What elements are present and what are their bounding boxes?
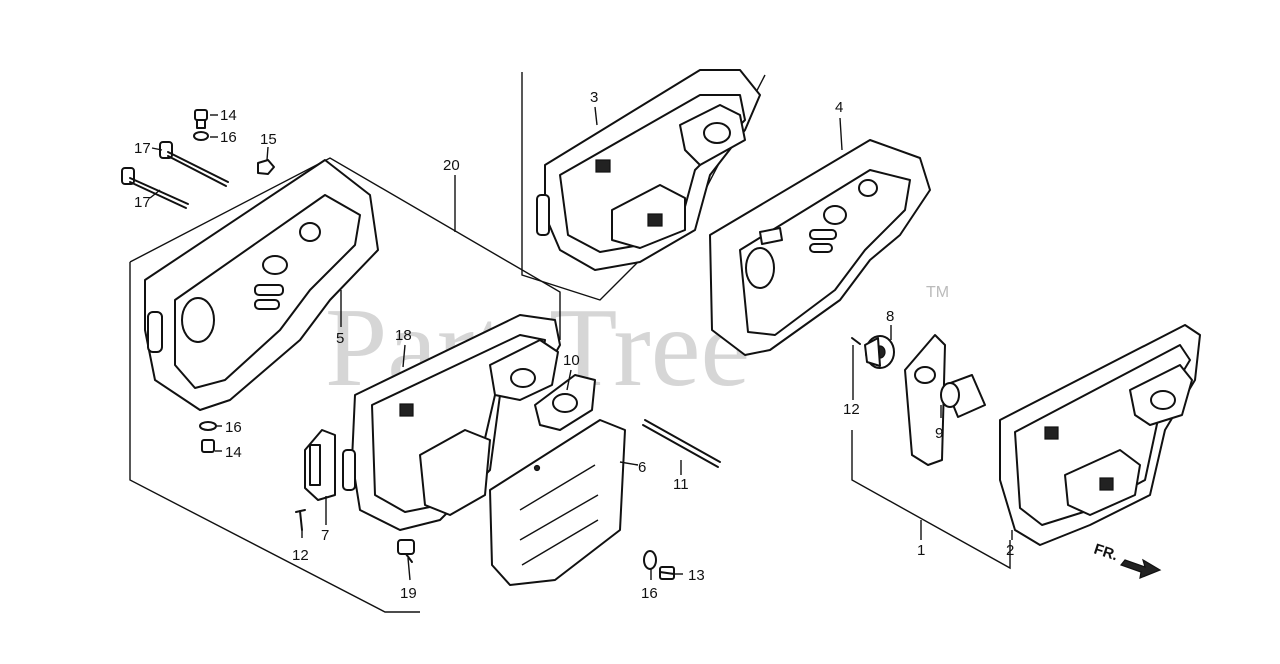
callout-14-upper: 14 bbox=[220, 107, 237, 124]
callout-19: 19 bbox=[400, 585, 417, 602]
bolt-19[interactable] bbox=[397, 539, 415, 563]
callout-7: 7 bbox=[321, 527, 329, 544]
washer-16-upper[interactable] bbox=[193, 131, 209, 141]
nut-15[interactable] bbox=[257, 159, 275, 175]
watermark-trademark: TM bbox=[926, 284, 949, 301]
leader-lines bbox=[149, 106, 1013, 581]
callout-11: 11 bbox=[673, 476, 689, 493]
bolt-17-upper[interactable] bbox=[159, 141, 229, 187]
callout-10: 10 bbox=[563, 352, 580, 369]
callout-labels: 3 4 20 5 18 10 8 12 9 6 11 7 12 19 16 13… bbox=[134, 89, 1014, 602]
callout-14-lower: 14 bbox=[225, 444, 242, 461]
assembly-frame-20 bbox=[129, 157, 561, 613]
bolt-14-upper[interactable] bbox=[194, 109, 208, 129]
muffler-cover-6[interactable] bbox=[489, 419, 626, 586]
screw-12-left[interactable] bbox=[295, 509, 306, 531]
gasket-9[interactable] bbox=[904, 334, 946, 466]
assembly-frame-1 bbox=[851, 430, 1011, 570]
muffler-protector-4[interactable] bbox=[709, 139, 931, 356]
callout-8: 8 bbox=[886, 308, 894, 325]
callout-12-right: 12 bbox=[843, 401, 860, 418]
bracket-7[interactable] bbox=[304, 429, 336, 501]
callout-17-upper: 17 bbox=[134, 140, 151, 157]
spark-arrester-8[interactable] bbox=[864, 335, 895, 369]
front-direction-indicator: FR. bbox=[1092, 541, 1162, 579]
callout-16-lower: 16 bbox=[225, 419, 242, 436]
callout-4: 4 bbox=[835, 99, 843, 116]
callout-2: 2 bbox=[1006, 542, 1014, 559]
callout-9: 9 bbox=[935, 425, 943, 442]
muffler-3[interactable] bbox=[536, 69, 761, 271]
muffler-2[interactable] bbox=[999, 324, 1201, 546]
muffler-18[interactable] bbox=[342, 314, 561, 531]
callout-20: 20 bbox=[443, 157, 460, 174]
callout-18: 18 bbox=[395, 327, 412, 344]
stud-bolt-11[interactable] bbox=[642, 419, 721, 468]
callout-13: 13 bbox=[688, 567, 705, 584]
callout-12-left: 12 bbox=[292, 547, 309, 564]
callout-6: 6 bbox=[638, 459, 646, 476]
callout-16-upper: 16 bbox=[220, 129, 237, 146]
exhaust-pipe[interactable] bbox=[940, 374, 986, 418]
screw-12-right[interactable] bbox=[851, 337, 861, 345]
washer-16-lower[interactable] bbox=[199, 421, 217, 431]
callout-1: 1 bbox=[917, 542, 925, 559]
washer-16-bottom[interactable] bbox=[643, 550, 657, 570]
front-label: FR. bbox=[1092, 541, 1120, 565]
callout-17-lower: 17 bbox=[134, 194, 151, 211]
bolt-13[interactable] bbox=[659, 566, 675, 580]
bolt-17-lower[interactable] bbox=[121, 167, 189, 209]
gasket-10[interactable] bbox=[534, 374, 596, 431]
callout-16-bottom: 16 bbox=[641, 585, 658, 602]
callout-3: 3 bbox=[590, 89, 598, 106]
callout-15: 15 bbox=[260, 131, 277, 148]
muffler-protector-5[interactable] bbox=[144, 159, 379, 411]
bolt-14-lower[interactable] bbox=[201, 439, 215, 453]
callout-5: 5 bbox=[336, 330, 344, 347]
